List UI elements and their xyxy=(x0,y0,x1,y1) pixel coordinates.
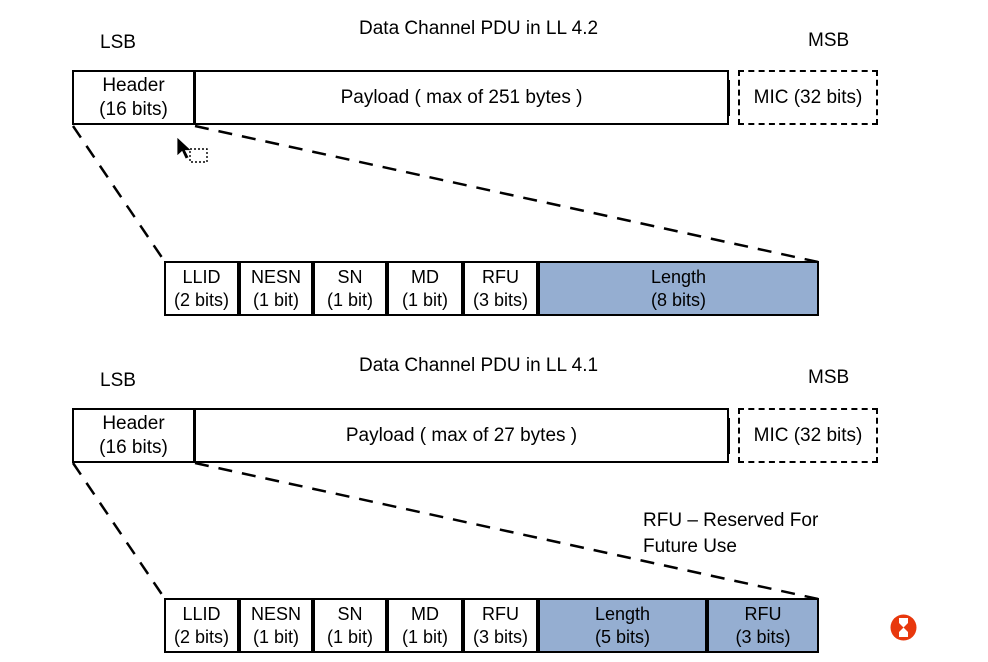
brand-logo-icon xyxy=(890,614,917,641)
pdu41-field-rfu2-name: RFU xyxy=(744,603,782,624)
pdu42-header-box[interactable]: Header (16 bits) xyxy=(72,70,195,125)
pdu42-mic-tick xyxy=(728,80,730,116)
pdu41-header-bits: (16 bits) xyxy=(99,436,168,458)
title-top: Data Channel PDU in LL 4.2 xyxy=(359,18,599,39)
pdu42-field-length-bits: (8 bits) xyxy=(650,289,706,310)
rfu-note: RFU – Reserved For Future Use xyxy=(643,508,818,560)
pdu41-field-llid-bits: (2 bits) xyxy=(173,626,229,647)
pdu41-field-nesn-bits: (1 bit) xyxy=(252,626,299,647)
pdu42-mic-box[interactable]: MIC (32 bits) xyxy=(738,70,878,125)
pdu41-field-llid-name: LLID xyxy=(182,603,221,624)
pdu41-payload-text: Payload ( max of 27 bytes ) xyxy=(345,424,578,446)
pdu42-field-nesn-name: NESN xyxy=(250,266,301,287)
pdu42-field-rfu-name: RFU xyxy=(482,266,519,287)
pdu41-field-md-name: MD xyxy=(411,603,439,624)
pdu41-payload-box[interactable]: Payload ( max of 27 bytes ) xyxy=(194,408,729,463)
pdu41-field-length-name: Length xyxy=(594,603,651,624)
pdu41-field-rfu-bits: (3 bits) xyxy=(472,626,528,647)
pdu41-field-rfu[interactable]: RFU (3 bits) xyxy=(463,598,538,653)
pdu41-header-name: Header xyxy=(102,412,165,434)
pdu42-field-length[interactable]: Length (8 bits) xyxy=(538,261,819,316)
pdu41-field-sn[interactable]: SN (1 bit) xyxy=(313,598,387,653)
mouse-cursor-icon xyxy=(176,136,208,163)
lsb-label-bottom: LSB xyxy=(100,370,136,391)
pdu42-field-llid-name: LLID xyxy=(182,266,221,287)
pdu42-field-rfu-bits: (3 bits) xyxy=(472,289,528,310)
pdu41-field-md-bits: (1 bit) xyxy=(401,626,448,647)
pdu42-field-sn[interactable]: SN (1 bit) xyxy=(313,261,387,316)
pdu42-field-llid-bits: (2 bits) xyxy=(173,289,229,310)
pdu42-field-nesn-bits: (1 bit) xyxy=(252,289,299,310)
pdu41-field-rfu-name: RFU xyxy=(482,603,519,624)
pdu42-header-bits: (16 bits) xyxy=(99,98,168,120)
pdu41-mic-box[interactable]: MIC (32 bits) xyxy=(738,408,878,463)
pdu42-header-text: Header (16 bits) xyxy=(74,74,193,122)
pdu42-field-nesn[interactable]: NESN (1 bit) xyxy=(239,261,313,316)
pdu41-mic-tick xyxy=(728,418,730,454)
pdu41-field-nesn-name: NESN xyxy=(250,603,301,624)
pdu41-mic-text: MIC (32 bits) xyxy=(753,424,863,446)
pdu42-field-sn-bits: (1 bit) xyxy=(326,289,373,310)
pdu41-field-rfu2[interactable]: RFU (3 bits) xyxy=(707,598,819,653)
pdu41-header-box[interactable]: Header (16 bits) xyxy=(72,408,195,463)
msb-label-top: MSB xyxy=(808,30,850,51)
pdu42-field-md-name: MD xyxy=(411,266,439,287)
rfu-note-line1: RFU – Reserved For xyxy=(643,510,819,531)
pdu42-payload-box[interactable]: Payload ( max of 251 bytes ) xyxy=(194,70,729,125)
pdu41-field-sn-bits: (1 bit) xyxy=(326,626,373,647)
pdu41-field-rfu2-bits: (3 bits) xyxy=(735,626,791,647)
pdu41-header-text: Header (16 bits) xyxy=(74,412,193,460)
pdu42-field-md-bits: (1 bit) xyxy=(401,289,448,310)
pdu42-payload-text: Payload ( max of 251 bytes ) xyxy=(340,86,583,108)
pdu42-header-name: Header xyxy=(102,74,165,96)
pdu42-mic-text: MIC (32 bits) xyxy=(753,86,863,108)
pdu42-field-md[interactable]: MD (1 bit) xyxy=(387,261,463,316)
rfu-note-line2: Future Use xyxy=(643,536,737,557)
pdu42-field-sn-name: SN xyxy=(337,266,363,287)
pdu42-field-length-name: Length xyxy=(650,266,707,287)
pdu41-field-length[interactable]: Length (5 bits) xyxy=(538,598,707,653)
msb-label-bottom: MSB xyxy=(808,367,850,388)
pdu42-field-llid[interactable]: LLID (2 bits) xyxy=(164,261,239,316)
lsb-label-top: LSB xyxy=(100,32,136,53)
pdu41-field-length-bits: (5 bits) xyxy=(594,626,650,647)
pdu41-field-md[interactable]: MD (1 bit) xyxy=(387,598,463,653)
pdu41-field-sn-name: SN xyxy=(337,603,363,624)
pdu41-field-llid[interactable]: LLID (2 bits) xyxy=(164,598,239,653)
pdu41-field-nesn[interactable]: NESN (1 bit) xyxy=(239,598,313,653)
pdu42-field-rfu[interactable]: RFU (3 bits) xyxy=(463,261,538,316)
title-bottom: Data Channel PDU in LL 4.1 xyxy=(359,355,599,376)
